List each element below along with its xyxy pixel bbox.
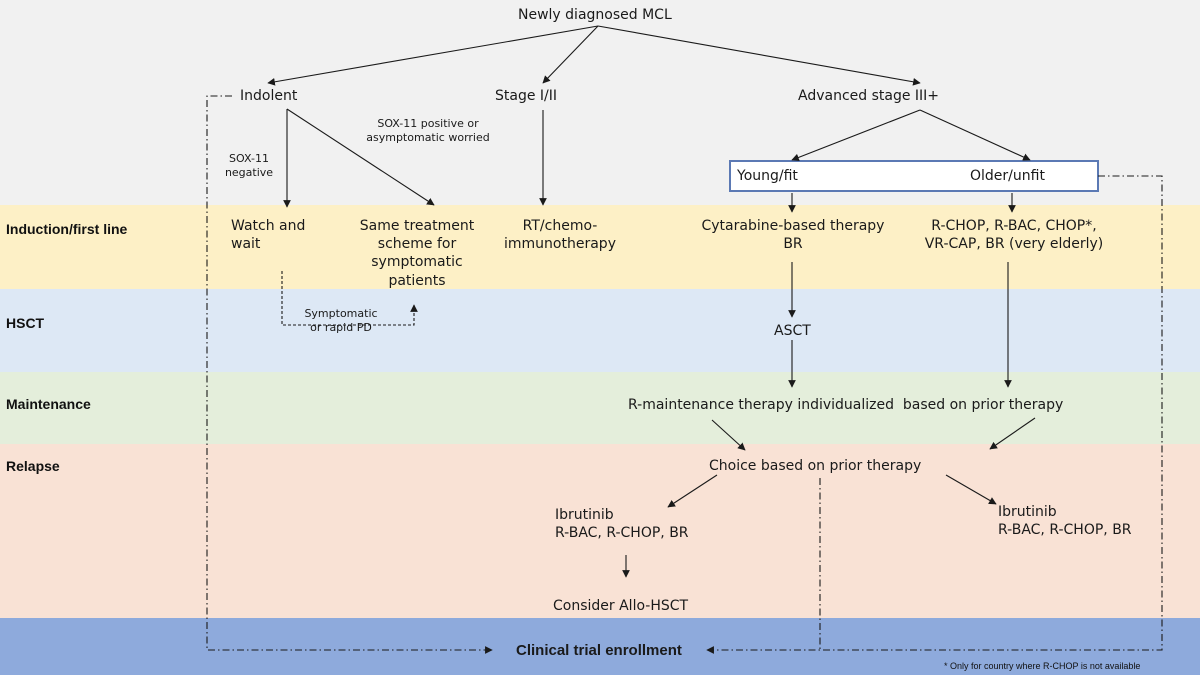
node-rt-chemo-line1: RT/chemo-: [522, 218, 598, 234]
label-sox-negative: SOX-11 negative: [219, 152, 279, 181]
label-symptomatic-line1: Symptomatic: [304, 307, 378, 320]
node-rt-chemo: RT/chemo- immunotherapy: [496, 217, 624, 253]
node-cytarabine: Cytarabine-based therapy BR: [690, 217, 896, 253]
fitness-box: [729, 160, 1099, 192]
node-rchop-options-line1: R-CHOP, R-BAC, CHOP*,: [931, 218, 1097, 234]
node-root: Newly diagnosed MCL: [518, 7, 672, 23]
footnote: * Only for country where R-CHOP is not a…: [944, 661, 1141, 671]
label-sox-positive-line1: SOX-11 positive or: [377, 117, 479, 130]
node-same-treatment-line2: scheme for: [377, 236, 457, 253]
arrow-advanced-young: [791, 109, 921, 162]
label-sox-negative-line1: SOX-11: [229, 152, 269, 165]
arrow-indolent-same: [286, 108, 435, 206]
band-label-maintenance: Maintenance: [6, 396, 91, 412]
node-watch-wait-line2: wait: [231, 236, 261, 253]
arrow-symptomatic-loop: [281, 271, 418, 326]
arrow-root-stage12: [542, 25, 599, 84]
arrow-root-indolent: [267, 25, 599, 86]
node-rt-chemo-line2: immunotherapy: [504, 236, 616, 253]
node-indolent: Indolent: [240, 88, 298, 104]
node-rchop-options: R-CHOP, R-BAC, CHOP*, VR-CAP, BR (very e…: [916, 217, 1112, 253]
node-ibrutinib-left-line1: Ibrutinib: [555, 507, 614, 523]
band-maintenance: [0, 372, 1200, 444]
node-ibrutinib-left-line2: R-BAC, R-CHOP, BR: [555, 525, 689, 542]
band-label-hsct: HSCT: [6, 315, 45, 331]
band-trial: [0, 618, 1200, 675]
node-same-treatment-line4: patients: [388, 272, 446, 289]
node-stage12: Stage I/II: [495, 88, 558, 104]
label-symptomatic: Symptomatic or rapid PD: [296, 307, 386, 336]
label-sox-negative-line2: negative: [224, 166, 274, 180]
node-allo-hsct: Consider Allo-HSCT: [553, 598, 689, 614]
arrow-advanced-older: [919, 109, 1031, 161]
node-clinical-trial: Clinical trial enrollment: [516, 642, 682, 659]
node-ibrutinib-right-line2: R-BAC, R-CHOP, BR: [998, 522, 1132, 539]
arrow-fitness-trial: [706, 175, 1163, 654]
node-choice: Choice based on prior therapy: [709, 458, 922, 474]
band-label-relapse: Relapse: [6, 458, 60, 474]
node-advanced: Advanced stage III+: [798, 88, 940, 104]
arrow-maint-choice-right: [989, 417, 1036, 450]
node-ibrutinib-right: Ibrutinib R-BAC, R-CHOP, BR: [998, 503, 1132, 539]
node-watch-wait-line1: Watch and: [231, 218, 306, 234]
arrow-choice-ibr-right: [945, 474, 997, 505]
node-watch-wait: Watch and wait: [231, 217, 305, 253]
arrow-maint-choice-left: [711, 419, 746, 451]
node-ibrutinib-right-line1: Ibrutinib: [998, 504, 1057, 520]
label-symptomatic-line2: or rapid PD: [310, 321, 372, 335]
node-same-treatment-line3: symptomatic: [371, 254, 463, 271]
node-asct: ASCT: [774, 323, 811, 339]
node-young-fit: Young/fit: [737, 168, 798, 184]
band-label-induction: Induction/first line: [6, 221, 128, 237]
band-induction: [0, 205, 1200, 289]
node-cytarabine-line1: Cytarabine-based therapy: [701, 218, 885, 234]
arrow-root-advanced: [597, 25, 921, 86]
node-ibrutinib-left: Ibrutinib R-BAC, R-CHOP, BR: [555, 506, 689, 542]
node-older-unfit: Older/unfit: [970, 168, 1045, 184]
label-sox-positive-line2: asymptomatic worried: [366, 131, 490, 145]
arrow-choice-ibr-left: [667, 474, 718, 508]
node-rchop-options-line2: VR-CAP, BR (very elderly): [924, 236, 1104, 253]
node-same-treatment: Same treatment scheme for symptomatic pa…: [352, 217, 482, 290]
band-relapse: [0, 444, 1200, 618]
label-sox-positive: SOX-11 positive or asymptomatic worried: [355, 117, 501, 146]
arrow-indolent-trial: [206, 95, 493, 654]
band-hsct: [0, 289, 1200, 372]
node-same-treatment-line1: Same treatment: [359, 218, 475, 234]
node-r-maintenance: R-maintenance therapy individualized bas…: [628, 397, 1064, 413]
node-cytarabine-line2: BR: [783, 236, 803, 253]
